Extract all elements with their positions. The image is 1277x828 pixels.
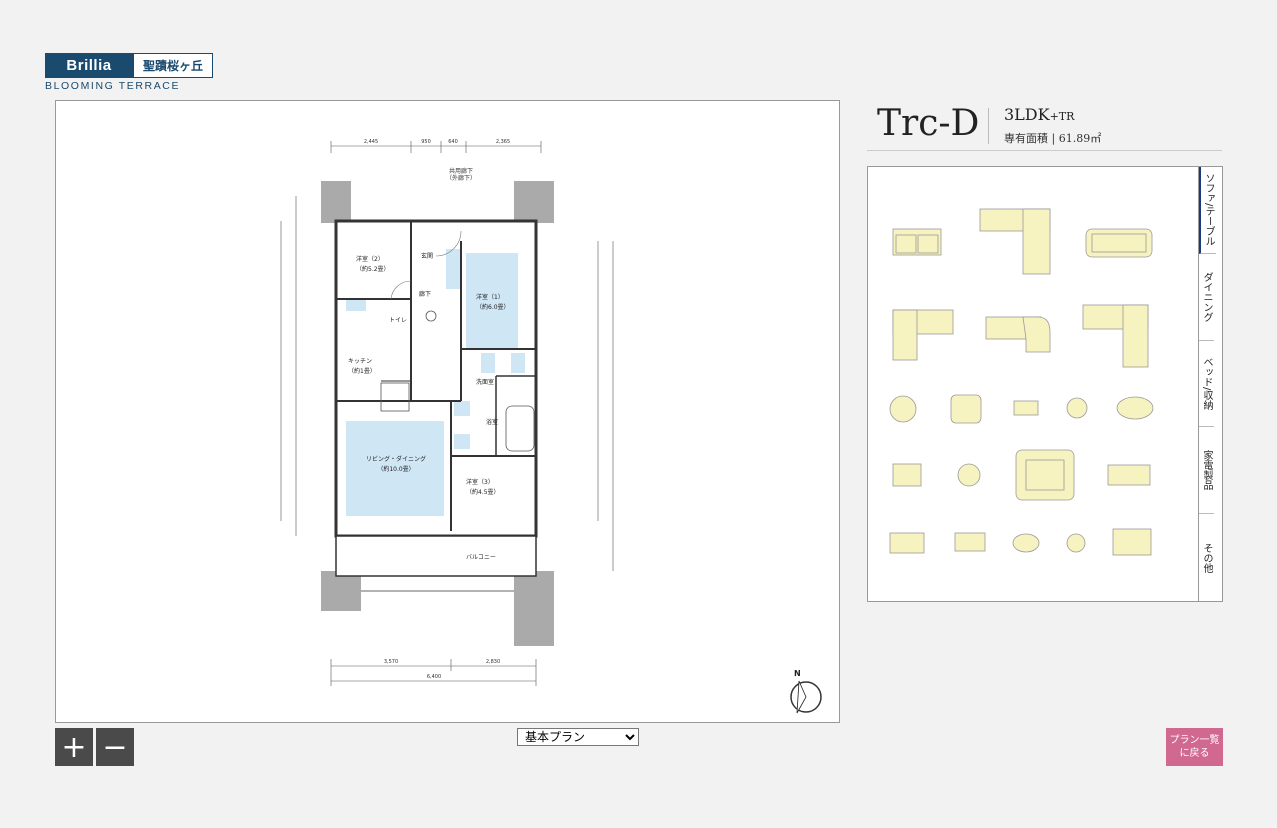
dim-bottom-2: 2,830 [486, 659, 500, 665]
label-entrance: 玄関 [421, 252, 433, 260]
label-corridor: 共用廊下 [449, 167, 473, 175]
round-chair-icon[interactable] [957, 463, 981, 487]
dim-bottom-1: 3,570 [384, 659, 398, 665]
tab-other[interactable]: その他 [1201, 542, 1212, 573]
label-kitchen-size: （約1畳） [348, 367, 376, 375]
label-western2: 洋室（2） [356, 255, 384, 263]
tab-sofa-table[interactable]: ソファ/テーブル [1199, 167, 1216, 254]
furniture-grid [889, 208, 1154, 556]
logo-subtitle: BLOOMING TERRACE [45, 80, 181, 92]
label-western1-size: （約6.0畳） [476, 303, 510, 311]
rect-table-icon[interactable] [1112, 528, 1152, 556]
plan-layout: 3LDK+TR [1004, 105, 1074, 124]
dim-top-1: 2,445 [364, 139, 378, 145]
plan-type-name: Trc-D [877, 103, 980, 144]
area-value: 61.89㎡ [1058, 132, 1102, 145]
title-divider [988, 108, 989, 144]
floorplan-viewer[interactable]: 2,445 950 640 2,365 共用廊下 （外廊下） [55, 100, 840, 723]
sofa-2seat-icon[interactable] [892, 228, 942, 256]
label-western2-size: （約5.2畳） [356, 265, 390, 273]
oval-stool-icon[interactable] [1012, 533, 1040, 553]
sofa-l-round-icon[interactable] [985, 316, 1051, 353]
low-table-icon[interactable] [1107, 464, 1151, 486]
round-stool-icon[interactable] [1066, 397, 1088, 419]
north-arrow-icon: N [790, 669, 822, 714]
logo-brand: Brillia [45, 53, 133, 78]
large-square-sofa-icon[interactable] [1015, 449, 1075, 501]
sofa-corner-l-icon[interactable] [979, 208, 1051, 275]
north-label: N [794, 669, 801, 678]
label-western3: 洋室（3） [466, 478, 494, 486]
armchair-round-icon[interactable] [889, 395, 917, 423]
tv-stand-icon[interactable] [954, 532, 986, 552]
label-living-size: （約10.0畳） [377, 465, 414, 473]
label-hallway: 廊下 [419, 290, 431, 298]
dim-top-4: 2,365 [496, 139, 510, 145]
armchair-icon[interactable] [950, 394, 982, 424]
back-button-line1: プラン一覧 [1169, 735, 1220, 746]
tab-bed-storage[interactable]: ベッド/収納 [1199, 341, 1214, 428]
area-label: 専有面積 [1004, 132, 1048, 145]
label-corridor-sub: （外廊下） [446, 174, 476, 182]
back-to-plan-list-button[interactable]: プラン一覧に戻る [1166, 728, 1223, 766]
sofa-l-left-icon[interactable] [892, 309, 954, 361]
dim-total: 6,400 [427, 674, 441, 680]
label-balcony: バルコニー [466, 554, 496, 561]
zoom-in-button[interactable]: + [55, 728, 93, 766]
sofa-3seat-icon[interactable] [1085, 228, 1153, 258]
dim-top-3: 640 [448, 139, 458, 145]
desk-icon[interactable] [889, 532, 925, 554]
label-living: リビング・ダイニング [366, 455, 426, 463]
label-kitchen: キッチン [348, 358, 372, 365]
label-western1: 洋室（1） [476, 293, 504, 301]
tab-dining[interactable]: ダイニング [1199, 254, 1214, 341]
label-bathroom: 浴室 [486, 418, 498, 426]
sofa-l-right-icon[interactable] [1082, 304, 1149, 368]
label-western3-size: （約4.5畳） [466, 488, 500, 496]
label-washroom: 洗面室 [476, 378, 494, 386]
header-divider [867, 150, 1222, 151]
floorplan-drawing: 2,445 950 640 2,365 共用廊下 （外廊下） [280, 139, 822, 714]
plan-layout-main: 3LDK [1004, 105, 1050, 124]
back-button-line2: に戻る [1179, 748, 1210, 759]
dim-top-2: 950 [421, 139, 431, 145]
furniture-palette: ソファ/テーブル ダイニング ベッド/収納 家電製品 その他 [867, 166, 1223, 602]
plan-area: 専有面積 | 61.89㎡ [1004, 132, 1102, 145]
tab-appliances[interactable]: 家電製品 [1199, 427, 1214, 515]
zoom-out-button[interactable]: − [96, 728, 134, 766]
plan-select[interactable]: 基本プラン [517, 728, 639, 746]
palette-tabs: ソファ/テーブル ダイニング ベッド/収納 家電製品 その他 [1198, 167, 1222, 601]
ottoman-icon[interactable] [1013, 400, 1039, 416]
oval-table-icon[interactable] [1116, 396, 1154, 420]
brand-logo: Brillia 聖蹟桜ヶ丘 BLOOMING TERRACE [45, 53, 213, 92]
label-toilet: トイレ [389, 317, 407, 324]
small-round-table-icon[interactable] [1066, 533, 1086, 553]
side-chair-icon[interactable] [892, 463, 922, 487]
plan-layout-suffix: +TR [1049, 110, 1075, 123]
logo-site-name: 聖蹟桜ヶ丘 [133, 53, 213, 78]
